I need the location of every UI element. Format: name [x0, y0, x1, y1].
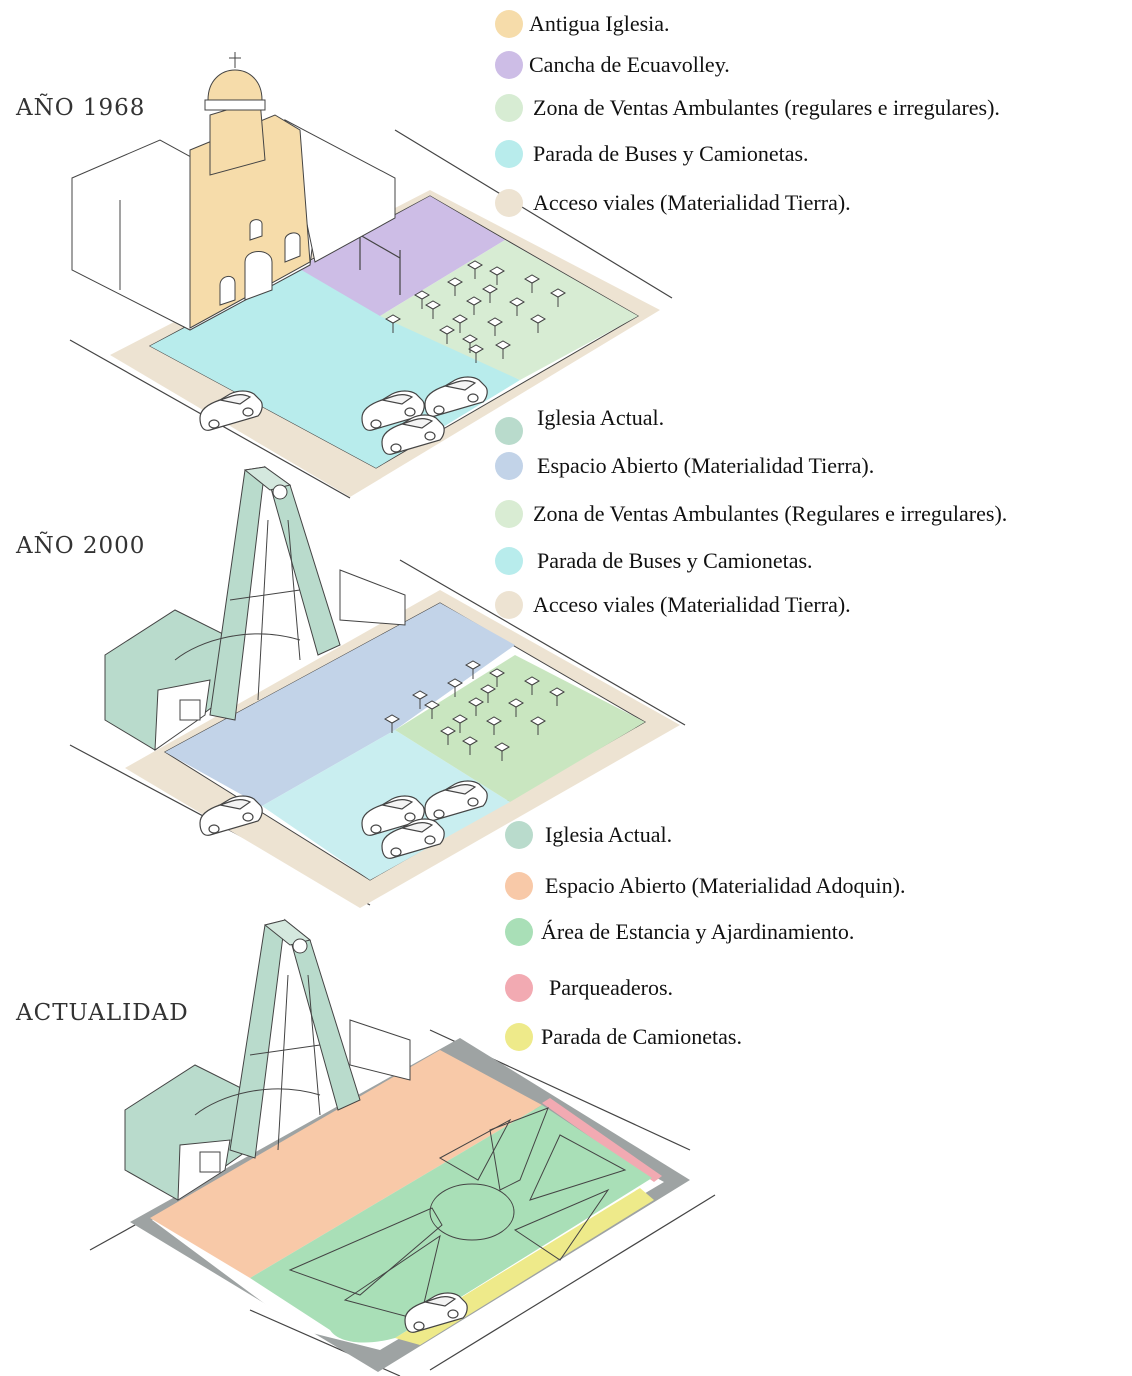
legend-text: Zona de Ventas Ambulantes (regulares e i… — [533, 95, 1000, 120]
garden-paths — [288, 1107, 627, 1321]
legend-swatch — [495, 452, 523, 480]
legend-swatch — [495, 94, 523, 122]
legend-text: Cancha de Ecuavolley. — [529, 52, 730, 77]
legend-swatch — [505, 1023, 533, 1051]
legend-text: Parada de Camionetas. — [541, 1024, 742, 1049]
legend-text: Antigua Iglesia. — [529, 11, 670, 36]
stage-label-1968: AÑO 1968 — [16, 95, 146, 121]
legend-swatch — [495, 500, 523, 528]
legend-text: Parqueaderos. — [549, 975, 674, 1000]
garden-area — [250, 1105, 652, 1343]
legend-swatch — [505, 918, 533, 946]
stage-label-actual: ACTUALIDAD — [16, 1000, 189, 1026]
current-church-actual — [124, 918, 411, 1201]
legend-swatch — [495, 591, 523, 619]
plaza-2000 — [69, 465, 686, 908]
legend-text: Espacio Abierto (Materialidad Adoquin). — [545, 873, 906, 898]
old-church-1968 — [71, 52, 396, 331]
legend-text: Acceso viales (Materialidad Tierra). — [533, 592, 851, 617]
legend-swatch — [505, 974, 533, 1002]
legend-swatch — [495, 547, 523, 575]
legend-swatch — [495, 417, 523, 445]
legend-swatch — [495, 140, 523, 168]
street-vendor-zone-1968 — [380, 240, 638, 380]
legend-text: Parada de Buses y Camionetas. — [537, 548, 813, 573]
legend-text: Iglesia Actual. — [545, 822, 673, 847]
stage-label-2000: AÑO 2000 — [16, 533, 146, 559]
open-space-earth-2000 — [165, 603, 515, 806]
parking-strip — [542, 1098, 662, 1182]
legend-text: Área de Estancia y Ajardinamiento. — [541, 919, 855, 944]
plaza-actual — [89, 918, 716, 1376]
legend-text: Espacio Abierto (Materialidad Tierra). — [537, 453, 875, 478]
current-church-2000 — [104, 465, 406, 751]
legend-text: Zona de Ventas Ambulantes (Regulares e i… — [533, 501, 1008, 526]
legend-swatch — [505, 872, 533, 900]
street-vendor-zone-2000 — [395, 655, 645, 802]
legend-text: Parada de Buses y Camionetas. — [533, 141, 809, 166]
legend-swatch — [495, 189, 523, 217]
ecuavolley-court-1968 — [298, 196, 505, 316]
legend-text: Acceso viales (Materialidad Tierra). — [533, 190, 851, 215]
plaza-1968 — [69, 52, 673, 499]
legend-text: Iglesia Actual. — [537, 405, 665, 430]
open-space-paving — [150, 1050, 542, 1278]
legend-swatch — [495, 10, 523, 38]
legend-swatch — [505, 821, 533, 849]
legend-swatch — [495, 51, 523, 79]
